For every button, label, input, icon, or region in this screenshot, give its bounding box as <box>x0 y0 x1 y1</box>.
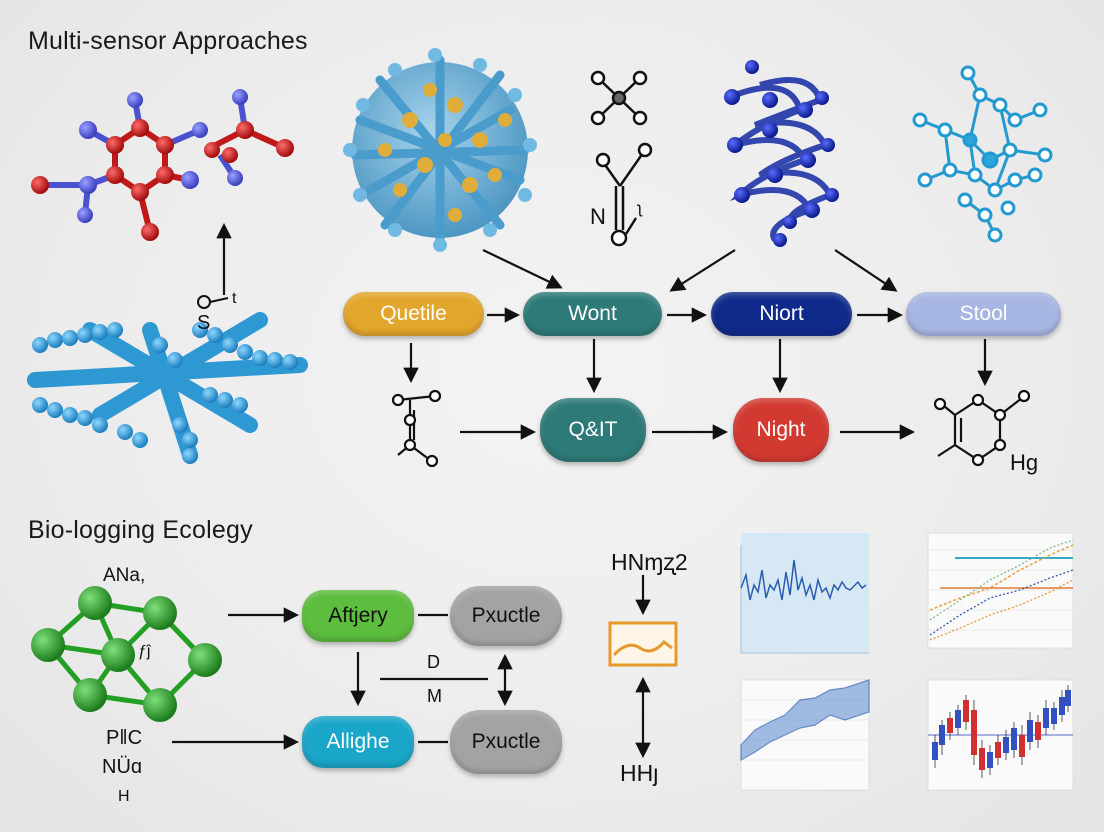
section-title-bio-logging: Bio-logging Ecolegy <box>28 516 253 544</box>
molecule-red-blue-icon <box>31 89 294 241</box>
label-ana: ANa, <box>103 565 146 586</box>
node-niort[interactable]: Niort <box>711 292 852 336</box>
label-hny2: HNɱʐ2 <box>611 549 688 575</box>
node-pxuctle-top[interactable]: Pxuctle <box>450 586 562 646</box>
mini-multiline-chart-icon <box>927 532 1074 649</box>
label-mid: ƒĵ <box>138 643 151 660</box>
label-n: N <box>590 204 606 229</box>
label-s: S <box>197 312 211 334</box>
label-hg: Hg <box>1010 450 1039 475</box>
label-nj: ʅ <box>638 200 642 217</box>
section-title-multi-sensor: Multi-sensor Approaches <box>28 27 308 55</box>
node-pxuctle-bottom[interactable]: Pxuctle <box>450 710 562 774</box>
node-qit[interactable]: Q&IT <box>540 398 646 462</box>
label-m: M <box>427 686 442 706</box>
label-t: t <box>232 290 237 307</box>
node-stool[interactable]: Stool <box>906 292 1061 336</box>
label-h: H <box>118 788 130 805</box>
hexagon-molecule-icon <box>933 389 1031 467</box>
network-molecule-icon <box>912 65 1053 243</box>
node-night[interactable]: Night <box>733 398 829 462</box>
mini-area-chart-icon <box>740 679 870 791</box>
green-molecule-icon <box>31 586 222 722</box>
label-noa: NÜɑ <box>102 756 143 778</box>
mini-line-chart-icon <box>740 533 869 654</box>
protein-cluster-icon <box>343 48 537 252</box>
node-quetile[interactable]: Quetile <box>343 292 484 336</box>
node-aftjery[interactable]: Aftjery <box>302 590 414 642</box>
helix-molecule-icon <box>724 60 839 247</box>
mini-candlestick-chart-icon <box>927 679 1074 791</box>
node-allighe[interactable]: Allighe <box>302 716 414 768</box>
label-pc: P‖C <box>106 727 143 749</box>
label-hhj: HHȷ <box>620 760 659 786</box>
node-wont[interactable]: Wont <box>523 292 662 336</box>
chain-molecule-icon <box>27 312 308 464</box>
line-molecule-icon <box>590 70 653 247</box>
waveform-icon <box>608 621 678 667</box>
small-molecule-icon <box>391 389 442 468</box>
label-d: D <box>427 652 440 672</box>
